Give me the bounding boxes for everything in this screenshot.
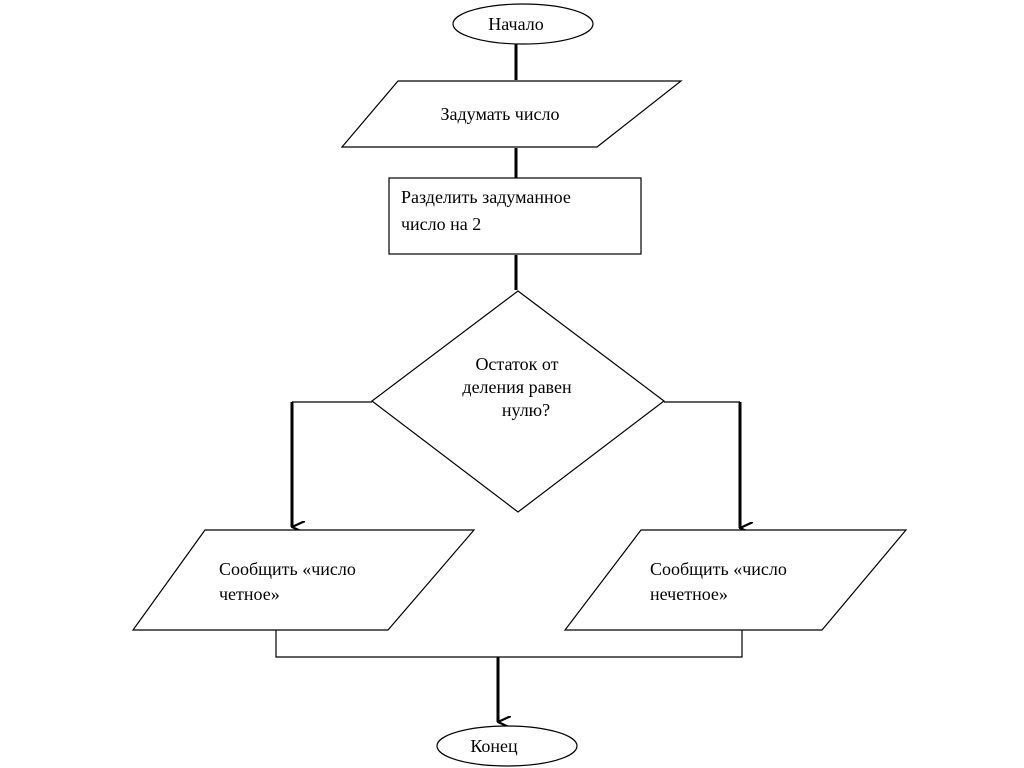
process-box <box>388 177 642 255</box>
input-parallelogram <box>340 80 683 148</box>
output-even-label-line-1: Сообщить «число <box>219 559 356 579</box>
end-terminator <box>436 725 578 767</box>
output-odd-label-line-2: нечетное» <box>650 584 728 604</box>
process-label-line-1: Разделить задуманное <box>401 187 571 207</box>
output-even-label-line-2: четное» <box>219 584 280 604</box>
decision-label-line-3: нулю? <box>502 400 550 420</box>
process-label-line-2: число на 2 <box>401 214 481 234</box>
decision-diamond <box>371 290 665 513</box>
decision-label-line-1: Остаток от <box>475 354 558 374</box>
output-odd-parallelogram <box>563 529 908 631</box>
output-odd-label-line-1: Сообщить «число <box>650 559 787 579</box>
decision-label-line-2: деления равен <box>462 377 572 397</box>
start-terminator <box>452 3 594 45</box>
connector-merge <box>275 628 743 658</box>
input-label: Задумать число <box>441 104 560 124</box>
end-label: Конец <box>470 736 518 756</box>
output-even-parallelogram <box>131 529 476 631</box>
start-label: Начало <box>488 14 543 34</box>
